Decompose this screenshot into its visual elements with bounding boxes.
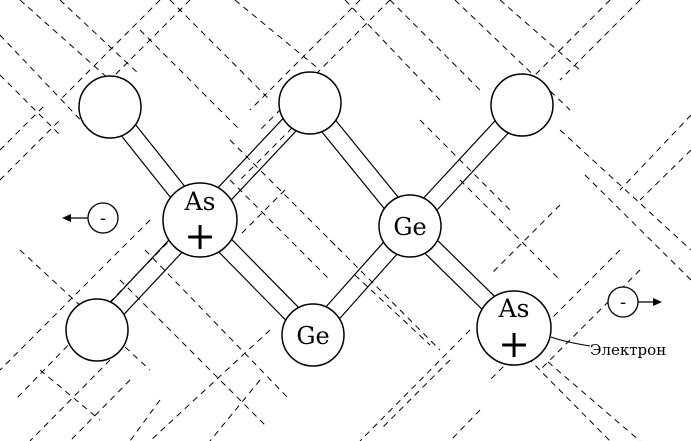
dashed-line: [0, 104, 46, 151]
dashed-line: [639, 149, 691, 201]
dashed-line: [619, 114, 691, 191]
dashed-line: [547, 361, 641, 441]
dashed-line: [149, 329, 271, 441]
dashed-line: [584, 174, 691, 281]
atom-top-mid: [278, 71, 342, 135]
dashed-line: [0, 74, 61, 136]
atom-ge-2-label: Ge: [296, 322, 329, 350]
dashed-line: [39, 369, 101, 421]
electron-right-symbol: -: [620, 292, 626, 313]
atom-ge-1-label: Ge: [393, 213, 426, 241]
dashed-line: [0, 34, 91, 131]
dashed-line: [239, 119, 301, 181]
dashed-line: [234, 0, 321, 71]
dashed-line: [454, 0, 571, 111]
dashed-line: [489, 249, 621, 381]
dashed-line: [129, 399, 161, 441]
atom-ge-2: Ge: [281, 303, 345, 367]
electron-right: -: [607, 286, 662, 318]
dashed-line: [19, 0, 111, 81]
dashed-line: [29, 359, 111, 441]
arrow-right-icon: [638, 298, 662, 306]
annotation-leader-line: [550, 336, 591, 347]
dashed-line: [59, 0, 161, 101]
dashed-line: [0, 219, 151, 371]
dashed-line: [449, 409, 481, 441]
dashed-line: [329, 239, 441, 351]
electron-annotation-label: Электрон: [590, 341, 666, 359]
electron-left: -: [62, 202, 119, 234]
atom-top-right: [490, 73, 554, 137]
dashed-line: [389, 0, 481, 91]
dashed-line: [529, 0, 611, 81]
atom-as-2: As +: [476, 290, 552, 366]
dashed-line: [229, 179, 331, 281]
atom-ge-1: Ge: [378, 194, 442, 258]
dashed-line: [0, 119, 61, 181]
atom-as-2-charge: +: [498, 322, 530, 366]
dashed-line: [559, 129, 691, 251]
dashed-line: [119, 279, 266, 426]
dashed-line: [209, 379, 261, 441]
dashed-line: [489, 204, 561, 276]
arrow-left-icon: [62, 214, 88, 222]
dashed-line: [59, 0, 141, 76]
dashed-line: [169, 0, 271, 101]
dashed-line: [139, 29, 241, 131]
dashed-line: [419, 119, 511, 211]
dashed-line: [359, 329, 471, 441]
atom-as-2-label: As: [498, 294, 530, 323]
atom-bottom-left: [65, 298, 129, 362]
dashed-line: [79, 0, 191, 111]
electron-left-symbol: -: [100, 208, 106, 229]
dashed-line: [499, 0, 581, 71]
dashed-line: [559, 0, 641, 81]
dashed-line: [354, 274, 431, 346]
dashed-line: [229, 139, 341, 251]
dashed-line: [249, 0, 361, 111]
dashed-line: [69, 379, 131, 441]
atom-as-1: As +: [162, 182, 238, 258]
dashed-line: [519, 349, 611, 441]
dashed-line: [344, 0, 441, 101]
dashed-line: [259, 0, 391, 131]
dashed-line: [459, 179, 561, 281]
dashed-line: [379, 359, 451, 431]
atom-as-1-label: As: [184, 187, 216, 216]
dashed-line: [144, 249, 291, 401]
atom-top-left: [78, 75, 142, 139]
atom-as-1-charge: +: [184, 214, 216, 258]
